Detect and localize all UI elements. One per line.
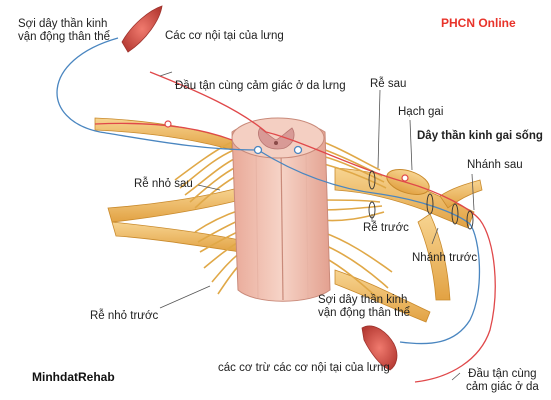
ventral-median-fissure xyxy=(280,149,284,301)
dorsal-ramus xyxy=(439,179,483,209)
label-sensory-endings-skin: Đầu tận cùng cảm giác ở da xyxy=(466,368,539,393)
left-nerve-trunk-upper xyxy=(107,187,241,223)
label-spinal-nerve: Dây thần kinh gai sống xyxy=(417,130,543,142)
label-dorsal-rootlets: Rễ nhỏ sau xyxy=(134,178,193,190)
label-motor-fiber-bottom: Sợi dây thần kinh vận động thân thể xyxy=(318,294,411,319)
label-motor-fiber-top: Sợi dây thần kinh vận động thân thể xyxy=(18,18,111,43)
label-dorsal-ramus: Nhánh sau xyxy=(467,159,523,171)
motor-neuron-right xyxy=(293,145,303,155)
watermark-text: MinhdatRehab xyxy=(32,370,115,384)
motor-fibers xyxy=(56,37,481,345)
left-nerve-trunk-lower xyxy=(111,221,241,253)
dorsal-root-ganglion xyxy=(386,169,430,195)
limb-muscle xyxy=(361,325,398,371)
nerve-sheath-rings xyxy=(368,170,474,230)
intrinsic-back-muscle xyxy=(121,5,163,53)
ventral-ramus xyxy=(417,213,451,301)
lower-right-nerve-trunk xyxy=(334,269,431,323)
label-dorsal-root: Rễ sau xyxy=(370,78,407,90)
label-ventral-rootlets: Rễ nhỏ trước xyxy=(90,310,159,322)
motor-neuron-left xyxy=(253,145,263,155)
label-ventral-root: Rễ trước xyxy=(363,222,409,234)
label-intrinsic-back-muscles: Các cơ nội tại của lưng xyxy=(165,30,284,42)
leader-lines xyxy=(159,71,475,381)
sensory-cell-body-left xyxy=(164,120,172,128)
cord-ridge-left xyxy=(255,149,259,299)
cord-cross-section xyxy=(231,117,325,159)
sensory-cell-body-right xyxy=(401,174,409,182)
brand-logo-text: PHCN Online xyxy=(441,16,516,30)
label-ventral-ramus: Nhánh trước xyxy=(412,252,478,264)
central-canal xyxy=(274,141,278,145)
gray-matter xyxy=(258,127,295,150)
label-dorsal-root-ganglion: Hạch gai xyxy=(398,106,444,118)
label-non-intrinsic-muscles: các cơ trừ các cơ nội tại của lưng xyxy=(218,362,390,374)
label-sensory-endings-back: Đầu tận cùng cảm giác ở da lưng xyxy=(175,80,346,92)
